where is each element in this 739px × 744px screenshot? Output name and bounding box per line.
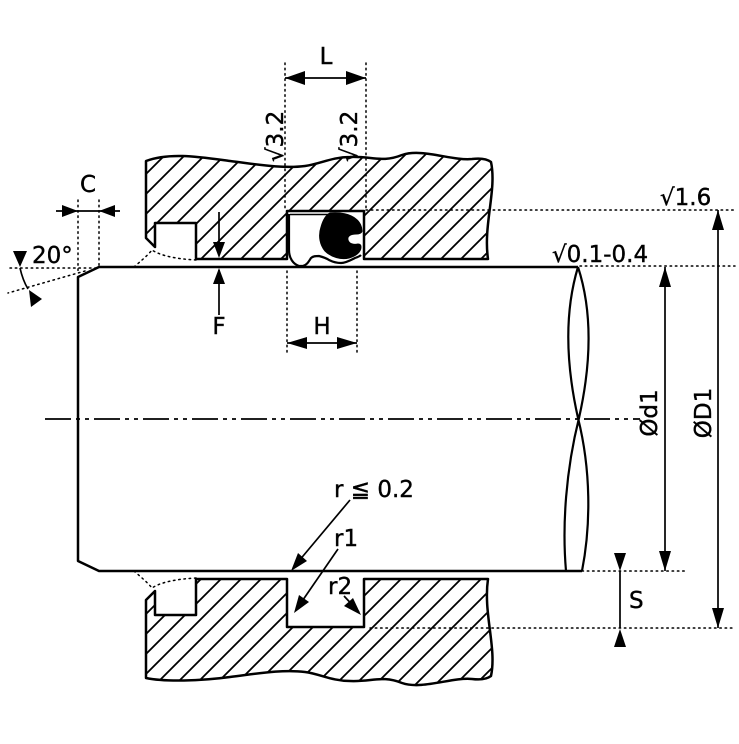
dimension-F: F <box>212 212 226 340</box>
dim-L-arrow-right <box>346 71 366 85</box>
phantom-chamfer-top <box>133 248 197 268</box>
callout-r2: r2 <box>328 574 361 615</box>
label-roughness-groove-bottom: √1.6 <box>660 185 711 211</box>
dim-angle-arrow-top <box>13 251 27 267</box>
dimension-d1: Ød1 <box>637 267 671 571</box>
dim-F-arrow-top <box>213 242 225 258</box>
dimension-L: L <box>285 44 366 85</box>
dim-H-arrow-right <box>337 337 357 349</box>
dim-D1-arrow-bottom <box>712 608 724 628</box>
dim-S-arrow-top <box>614 553 626 571</box>
dimension-D1: ØD1 <box>691 210 724 628</box>
extension-lines <box>7 62 736 629</box>
dim-d1-arrow-top <box>659 267 671 287</box>
callout-r-arrow <box>291 553 307 571</box>
dim-F-arrow-bottom <box>213 268 225 284</box>
upper-housing <box>144 151 494 261</box>
seal <box>287 212 363 268</box>
label-L: L <box>320 44 333 70</box>
label-S: S <box>629 588 644 614</box>
callout-r-leader <box>292 499 351 569</box>
dim-angle-arc <box>19 267 29 290</box>
label-F: F <box>212 314 225 340</box>
dimension-H: H <box>287 314 357 349</box>
label-d1: Ød1 <box>637 389 663 436</box>
label-roughness-rod: √0.1-0.4 <box>552 242 648 268</box>
label-H: H <box>313 314 330 340</box>
lower-housing <box>144 577 494 687</box>
dim-S-arrow-bottom <box>614 629 626 647</box>
ext-angle-sloped <box>7 270 86 294</box>
callout-r1-arrow <box>294 595 309 613</box>
dimension-angle: 20° <box>13 243 73 307</box>
label-C: C <box>80 172 96 198</box>
label-angle: 20° <box>32 243 73 269</box>
dim-C-arrow-right <box>99 205 115 217</box>
label-D1: ØD1 <box>691 388 717 438</box>
dim-C-arrow-left <box>62 205 78 217</box>
callout-r2-arrow <box>344 598 361 615</box>
dimension-C: C <box>56 172 120 217</box>
callout-r: r ≦ 0.2 <box>291 477 414 571</box>
label-roughness-left: √3.2 <box>263 111 289 162</box>
label-r2: r2 <box>328 574 352 600</box>
dim-d1-arrow-bottom <box>659 551 671 571</box>
label-roughness-right: √3.2 <box>337 111 363 162</box>
rod-break-line-right <box>563 266 590 572</box>
dim-L-arrow-left <box>285 71 305 85</box>
dim-H-arrow-left <box>287 337 307 349</box>
callout-r1: r1 <box>294 526 358 613</box>
phantom-chamfer-bottom <box>133 570 197 590</box>
dim-D1-arrow-top <box>712 210 724 230</box>
lower-housing-body <box>144 577 494 687</box>
upper-housing-body <box>144 151 494 261</box>
seal-outline <box>287 214 362 268</box>
dimension-S: S <box>614 553 644 647</box>
label-r: r ≦ 0.2 <box>334 477 414 503</box>
label-r1: r1 <box>334 526 358 552</box>
dim-angle-arrow-bottom <box>29 290 42 307</box>
seal-energizer <box>319 212 363 260</box>
